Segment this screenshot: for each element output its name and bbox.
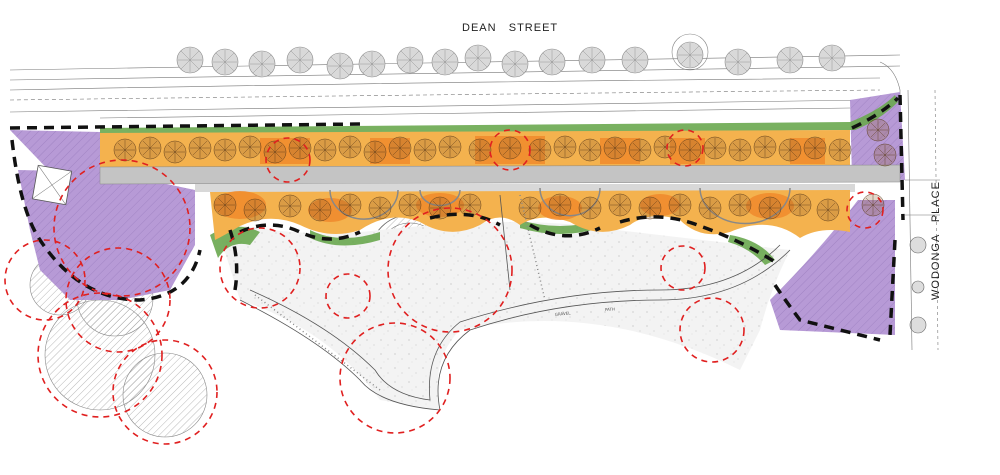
dean-street-label: DEAN STREET	[462, 22, 559, 34]
path-label: PATH	[605, 306, 615, 312]
dean-street-tree-row	[176, 33, 846, 80]
paving-band	[99, 164, 901, 185]
gravel-label: GRAVEL	[555, 310, 572, 317]
wodonga-place-road	[905, 89, 940, 351]
dean-street-road	[9, 54, 901, 130]
feature-square	[31, 164, 73, 206]
tree-protection-zones	[4, 129, 884, 445]
plaza-strip	[195, 184, 855, 192]
gravel-path	[239, 194, 791, 411]
wodonga-place-label: WODONGA PLACE	[930, 181, 942, 300]
site-boundary	[9, 94, 905, 342]
open-lawn-area	[215, 220, 790, 410]
